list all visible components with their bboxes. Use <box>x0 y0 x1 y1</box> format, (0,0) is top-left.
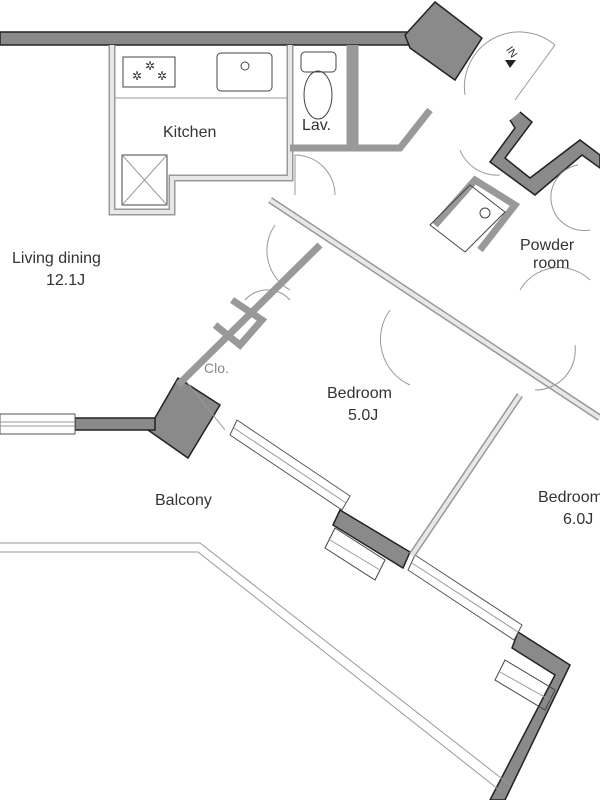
toilet-icon <box>300 51 337 120</box>
living-dining-size: 12.1J <box>46 272 85 289</box>
kitchen-label: Kitchen <box>163 124 216 141</box>
svg-text:✲: ✲ <box>132 69 142 83</box>
bedroom2-size: 6.0J <box>563 511 593 528</box>
east-zigzag-wall <box>488 111 600 196</box>
balcony-label: Balcony <box>155 492 212 509</box>
bedroom2-window <box>407 554 523 641</box>
powder-room-label: Powder <box>520 237 575 254</box>
bedroom1-size: 5.0J <box>348 407 378 424</box>
washbasin-icon <box>429 184 506 253</box>
stove-icon: ✲ ✲ ✲ <box>122 56 176 88</box>
outdoor-unit-1 <box>324 527 386 581</box>
window-pier-1 <box>332 508 411 570</box>
interior-walls <box>108 45 600 557</box>
bedroom1-label: Bedroom <box>327 385 392 402</box>
bedroom1-window <box>229 419 351 511</box>
entrance-label: IN <box>503 44 519 60</box>
balcony-railing <box>0 542 511 794</box>
svg-text:✲: ✲ <box>145 59 155 73</box>
fridge-icon <box>121 154 168 206</box>
living-window-wall <box>74 417 156 431</box>
doors <box>184 31 591 431</box>
sink-icon <box>216 52 273 92</box>
window-pier-2 <box>489 630 571 800</box>
closet-label: Clo. <box>204 360 229 376</box>
svg-text:✲: ✲ <box>157 69 167 83</box>
corner-column <box>147 376 222 460</box>
entrance-arrow-icon <box>505 60 516 68</box>
north-wall <box>0 31 422 46</box>
bedroom2-label: Bedroom <box>538 489 600 506</box>
living-dining-label: Living dining <box>12 250 101 267</box>
lav-label: Lav. <box>302 117 331 134</box>
powder-room-label-2: room <box>533 255 569 272</box>
living-window <box>0 413 76 435</box>
outdoor-unit-2 <box>494 659 556 711</box>
entrance-column <box>404 0 484 82</box>
